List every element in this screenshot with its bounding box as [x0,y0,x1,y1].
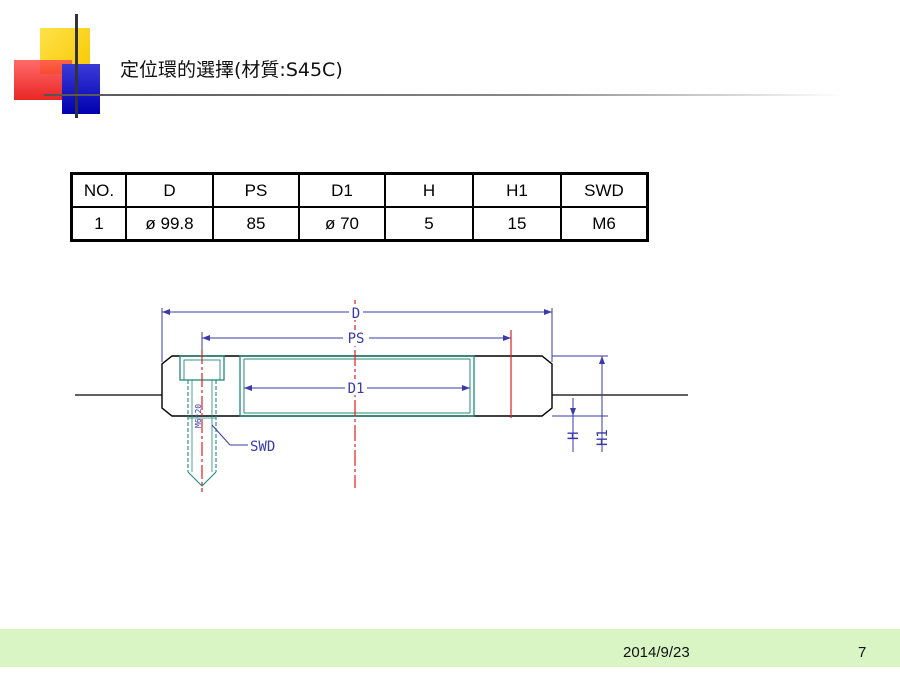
spec-table-header-row: NO. D PS D1 H H1 SWD [70,172,649,208]
header-h1: H1 [472,172,562,208]
d1-arrow-left [244,385,252,391]
cell-ps: 85 [212,206,300,242]
spec-table: NO. D PS D1 H H1 SWD 1 ø 99.8 85 ø 70 5 … [70,172,649,242]
d1-arrow-right [462,385,470,391]
d-arrow-right [544,309,552,315]
cell-d1: ø 70 [298,206,386,242]
label-d1: D1 [348,381,365,397]
label-swd: SWD [250,439,275,455]
title-underline [44,94,844,96]
cell-no: 1 [70,206,127,242]
h-arrow [570,408,576,416]
header-swd: SWD [560,172,649,208]
header-d: D [125,172,214,208]
drill-point [187,471,217,487]
ps-label-bg [343,330,369,346]
header-ps: PS [212,172,300,208]
cell-d: ø 99.8 [125,206,214,242]
bore-outline [239,355,475,417]
label-thread-size: M6*20 [194,404,203,428]
header-no: NO. [70,172,127,208]
label-d: D [352,306,360,322]
header-d1: D1 [298,172,386,208]
decor-vertical-line [75,14,78,118]
d-arrow-left [162,309,170,315]
d1-label-bg [345,379,367,395]
d-label-bg [349,304,363,320]
ring-outline [161,355,553,417]
h1-arrow-top [599,356,605,364]
slide-date: 2014/9/23 [623,644,690,661]
cell-h1: 15 [472,206,562,242]
ps-arrow-right [503,335,511,341]
footer-band [0,629,900,667]
swd-leader [211,424,231,446]
page-number: 7 [858,644,867,661]
decor-blue-square [62,64,100,114]
label-h1: H1 [595,429,611,446]
slide-title: 定位環的選擇(材質:S45C) [120,59,343,81]
label-h: H [566,432,582,440]
cell-swd: M6 [560,206,649,242]
label-ps: PS [348,331,365,347]
header-h: H [384,172,474,208]
spec-table-row: 1 ø 99.8 85 ø 70 5 15 M6 [70,206,649,242]
cell-h: 5 [384,206,474,242]
ps-arrow-left [202,335,210,341]
